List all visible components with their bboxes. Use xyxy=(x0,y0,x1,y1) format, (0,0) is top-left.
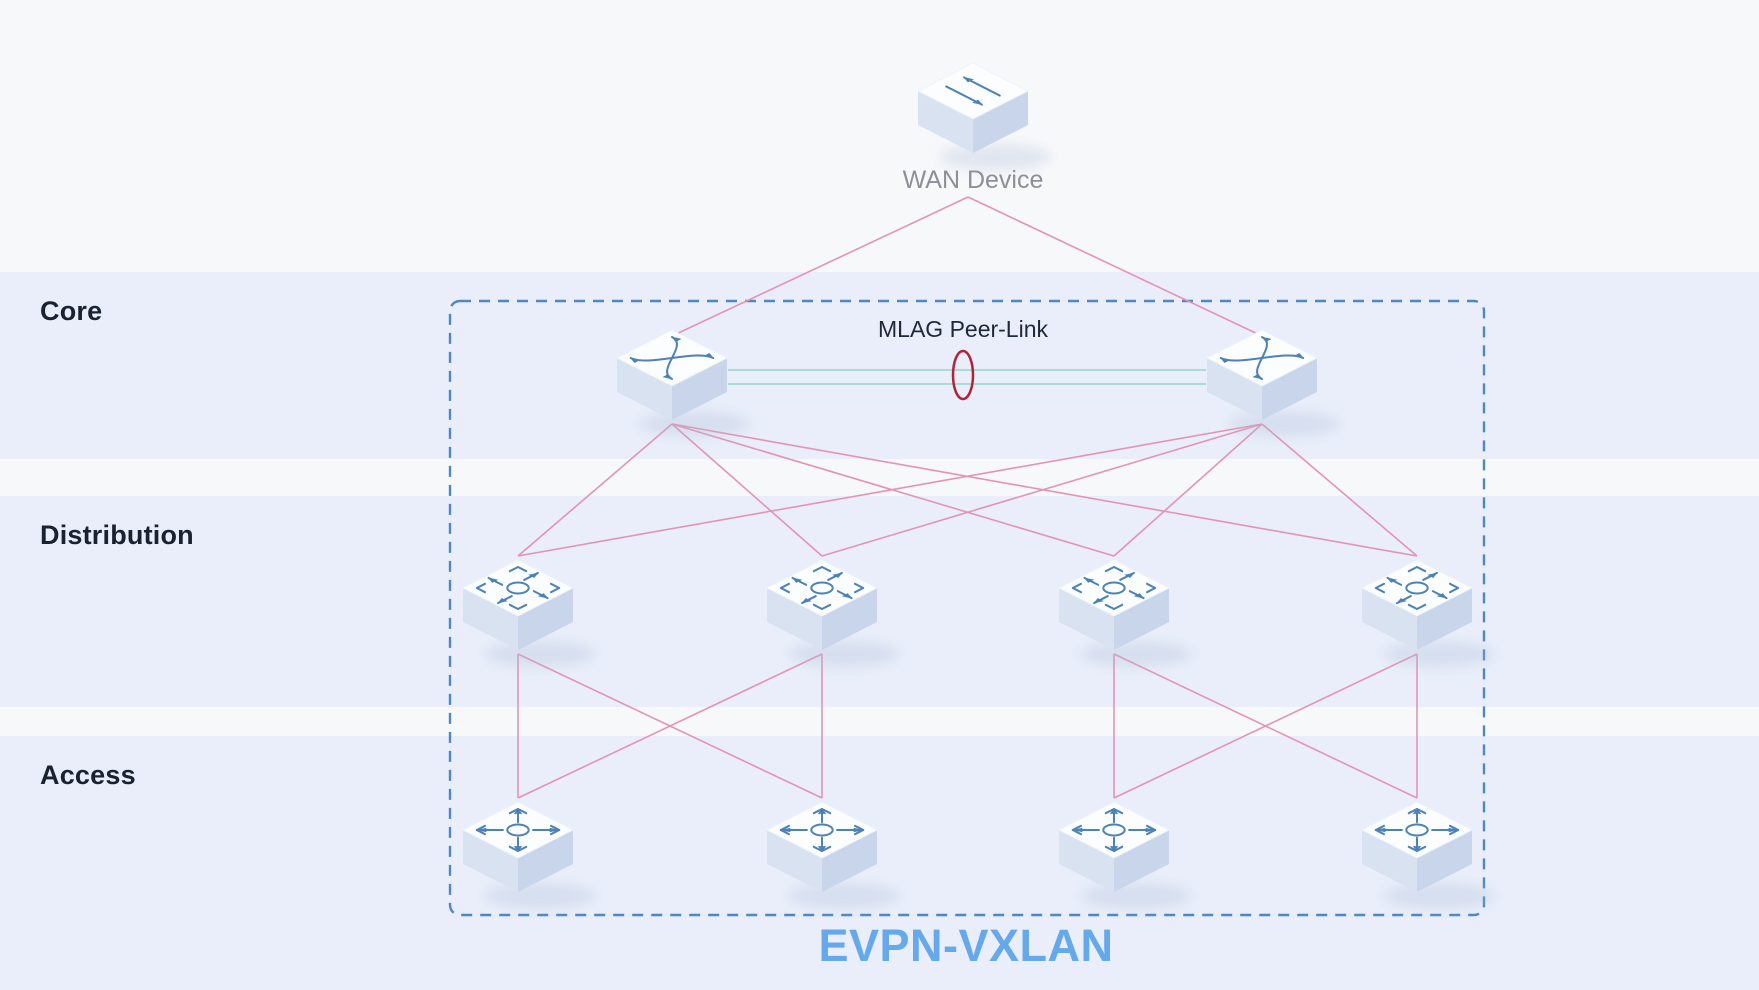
link-wan-to-core-1 xyxy=(671,196,969,337)
link-core2-to-dist2 xyxy=(821,423,1263,557)
node-access-switch-1 xyxy=(461,801,596,909)
link-core1-to-dist1 xyxy=(517,423,673,557)
node-access-switch-2 xyxy=(765,801,900,909)
l2-switch-icon xyxy=(1374,808,1460,852)
link-core2-to-dist4 xyxy=(1261,423,1418,557)
l2-switch-icon xyxy=(475,808,561,852)
node-dist-switch-3 xyxy=(1057,559,1192,667)
node-core-switch-1 xyxy=(615,329,750,437)
node-wan-device xyxy=(916,62,1051,170)
layer-label-distribution: Distribution xyxy=(40,520,194,550)
link-wan-to-core-2 xyxy=(967,196,1263,337)
layer-label-core: Core xyxy=(40,296,103,326)
node-dist-switch-4 xyxy=(1360,559,1495,667)
l3-switch-icon xyxy=(773,563,872,613)
l2-switch-icon xyxy=(779,808,865,852)
node-dist-switch-1 xyxy=(461,559,596,667)
wan-device-label: WAN Device xyxy=(902,166,1044,194)
peer-link-highlight-ellipse xyxy=(951,349,975,401)
core-switch-icon xyxy=(1221,337,1303,379)
link-core2-to-dist3 xyxy=(1113,423,1263,557)
wan-arrows-icon xyxy=(946,77,1000,104)
node-dist-switch-2 xyxy=(765,559,900,667)
node-core-switch-2 xyxy=(1205,329,1340,437)
node-access-switch-4 xyxy=(1360,801,1495,909)
link-dist4-to-access3 xyxy=(1113,653,1418,799)
mlag-peer-link-label: MLAG Peer-Link xyxy=(877,316,1049,342)
l3-switch-icon xyxy=(1368,563,1467,613)
link-core2-to-dist1 xyxy=(517,423,1263,557)
l3-switch-icon xyxy=(469,563,568,613)
core-band xyxy=(0,272,1759,459)
evpn-vxlan-label: EVPN-VXLAN xyxy=(818,920,1114,971)
node-access-switch-3 xyxy=(1057,801,1192,909)
l2-switch-icon xyxy=(1071,808,1157,852)
l3-switch-icon xyxy=(1065,563,1164,613)
link-dist2-to-access1 xyxy=(517,653,823,799)
evpn-fabric-boundary xyxy=(448,299,1486,917)
link-core1-to-dist2 xyxy=(671,423,823,557)
core-switch-icon xyxy=(631,337,713,379)
layer-label-access: Access xyxy=(40,760,136,790)
